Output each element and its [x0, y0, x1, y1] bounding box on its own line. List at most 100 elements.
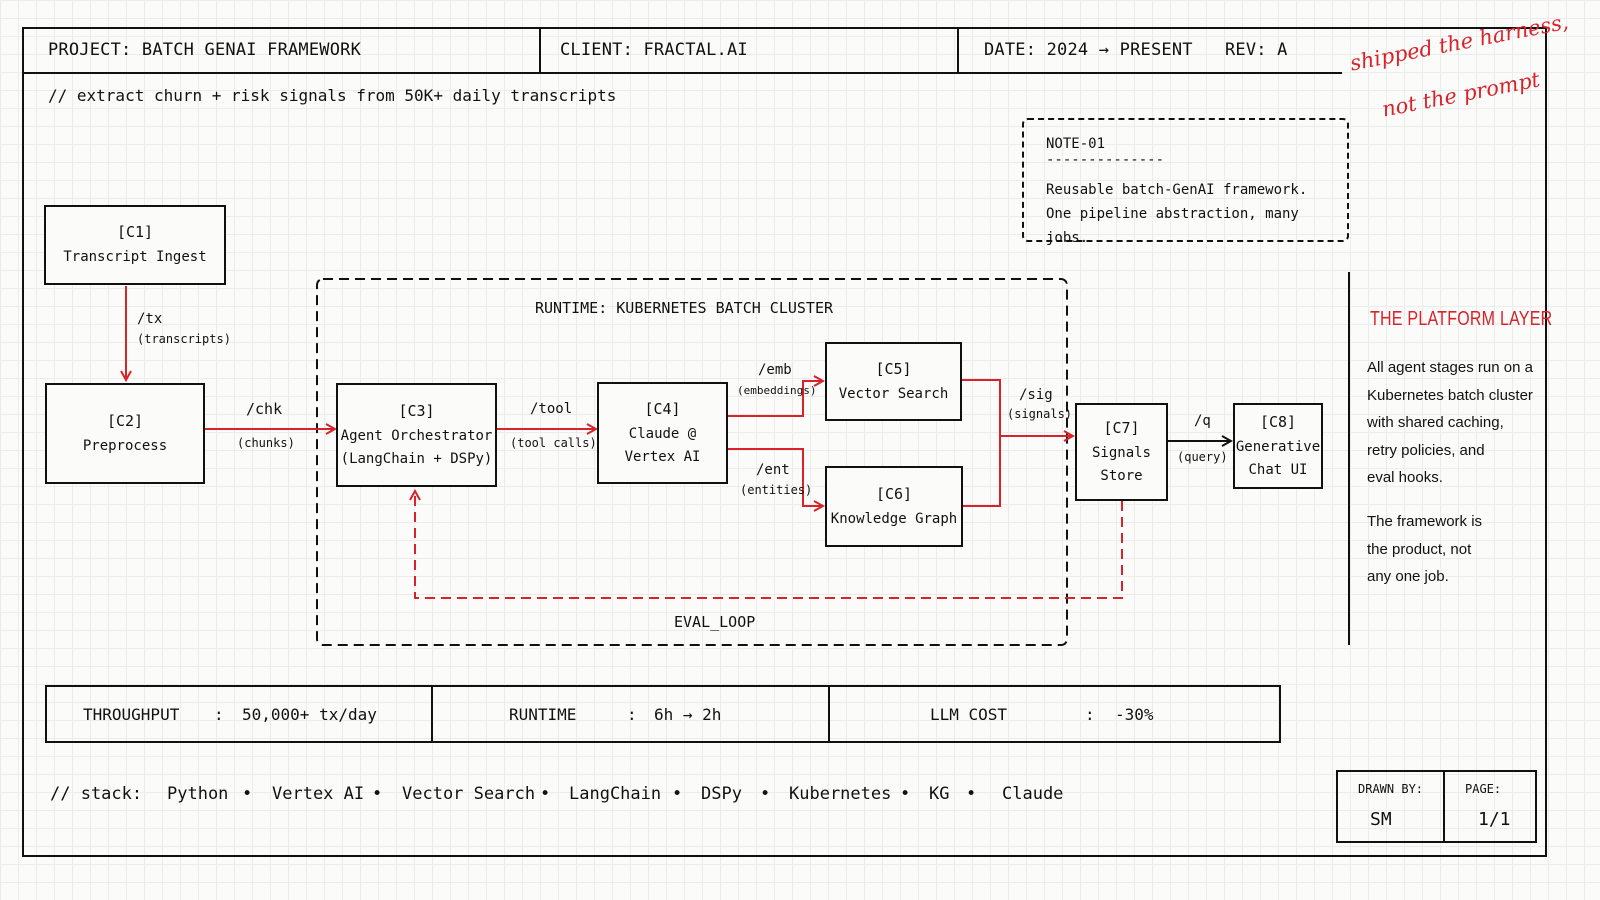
platform-text-line: The framework is	[1367, 513, 1483, 530]
stack-item: DSPy	[701, 784, 742, 804]
stack-bullet: •	[540, 784, 551, 804]
platform-text-line: with shared caching,	[1367, 414, 1504, 431]
edge-label-emb: /emb	[758, 362, 792, 378]
node-c1-transcript-ingest: [C1] Transcript Ingest	[44, 205, 226, 285]
metric-llm-cost-label: LLM COST	[930, 705, 1008, 724]
title-block: DRAWN BY: SM PAGE: 1/1	[1336, 770, 1537, 843]
node-id: [C4]	[644, 399, 681, 418]
node-label-line-2: (LangChain + DSPy)	[340, 450, 493, 467]
client-field: CLIENT: FRACTAL.AI	[560, 40, 748, 60]
edge-sig-upper	[962, 379, 1001, 507]
node-id: [C6]	[875, 484, 913, 503]
note-id: NOTE-01	[1046, 136, 1106, 152]
metric-throughput-value: 50,000+ tx/day	[242, 705, 377, 724]
edge-ent	[728, 448, 823, 506]
node-label-line-2: Vertex AI	[624, 448, 701, 465]
edge-label-tool: /tool	[530, 401, 573, 417]
edge-desc-q: (query)	[1177, 450, 1228, 464]
platform-paragraph-2: The framework is the product, not any on…	[1367, 508, 1482, 591]
edge-eval-loop	[415, 491, 1123, 599]
page-label: PAGE:	[1465, 782, 1502, 796]
metric-runtime-label: RUNTIME	[509, 705, 577, 724]
node-label-line-2: Chat UI	[1248, 461, 1308, 478]
eval-loop-label: EVAL_LOOP	[674, 613, 756, 631]
stack-bullet: •	[372, 784, 383, 804]
note-line-1: Reusable batch-GenAI framework.	[1046, 182, 1308, 198]
node-label-line-1: Agent Orchestrator	[340, 427, 493, 444]
metric-separator: :	[627, 705, 637, 724]
stack-prefix: // stack:	[50, 784, 143, 804]
edge-desc-tx: (transcripts)	[137, 332, 231, 346]
node-label-line-1: Signals	[1091, 444, 1151, 461]
platform-text-line: the product, not	[1367, 540, 1472, 558]
stack-item: Kubernetes	[789, 784, 892, 804]
node-c7-signals-store: [C7] Signals Store	[1075, 403, 1168, 501]
platform-text-line: any one job.	[1367, 568, 1449, 585]
edge-label-tx: /tx	[137, 311, 163, 327]
edge-label-chk: /chk	[246, 400, 283, 418]
platform-text-line: Kubernetes batch cluster	[1367, 386, 1533, 404]
metric-runtime-value: 6h → 2h	[654, 705, 722, 724]
edge-desc-chk: (chunks)	[237, 436, 295, 450]
node-c8-generative-chat-ui: [C8] Generative Chat UI	[1233, 403, 1323, 489]
node-id: [C8]	[1259, 412, 1297, 431]
drawn-by-label: DRAWN BY:	[1358, 782, 1424, 796]
stack-bullet: •	[900, 784, 911, 804]
node-id: [C3]	[398, 401, 435, 420]
node-c6-knowledge-graph: [C6] Knowledge Graph	[825, 466, 963, 547]
node-c2-preprocess: [C2] Preprocess	[45, 383, 205, 484]
runtime-cluster-label: RUNTIME: KUBERNETES BATCH CLUSTER	[535, 299, 834, 317]
platform-text-line: All agent stages run on a	[1367, 359, 1533, 376]
page-value: 1/1	[1478, 809, 1511, 830]
metric-separator: :	[1085, 705, 1095, 724]
subtitle-comment: // extract churn + risk signals from 50K…	[48, 86, 617, 105]
title-block-divider	[1443, 772, 1445, 841]
metrics-bar: THROUGHPUT : 50,000+ tx/day RUNTIME : 6h…	[45, 685, 1281, 743]
note-line-2: One pipeline abstraction, many jobs.	[1046, 206, 1299, 246]
node-label: Vector Search	[838, 385, 949, 402]
edge-label-q: /q	[1194, 413, 1211, 429]
node-id: [C1]	[116, 223, 154, 241]
stack-item: Vector Search	[402, 784, 536, 804]
node-label: Transcript Ingest	[63, 249, 207, 265]
node-c3-agent-orchestrator: [C3] Agent Orchestrator (LangChain + DSP…	[336, 383, 497, 487]
title-bar: PROJECT: BATCH GENAI FRAMEWORK CLIENT: F…	[22, 27, 1342, 74]
metric-llm-cost-value: -30%	[1115, 705, 1154, 724]
date-field: DATE: 2024 → PRESENT	[984, 40, 1193, 60]
edge-label-ent: /ent	[756, 462, 790, 478]
note-rule: --------------	[1046, 152, 1165, 168]
runtime-cluster-boundary	[316, 278, 1068, 646]
node-c5-vector-search: [C5] Vector Search	[825, 342, 962, 421]
platform-paragraph-1: All agent stages run on a Kubernetes bat…	[1367, 354, 1533, 492]
stack-item: KG	[929, 784, 950, 804]
stack-bullet: •	[672, 784, 683, 804]
node-id: [C2]	[106, 411, 144, 430]
metric-divider	[431, 687, 433, 741]
node-c4-claude-vertex: [C4] Claude @ Vertex AI	[597, 382, 728, 484]
edge-desc-ent: (entities)	[740, 483, 813, 497]
metric-separator: :	[214, 705, 224, 724]
title-divider	[957, 27, 959, 72]
node-id: [C7]	[1103, 418, 1140, 437]
node-label-line-2: Store	[1100, 467, 1143, 484]
platform-title: THE PLATFORM LAYER	[1370, 308, 1553, 330]
stack-item: LangChain	[569, 784, 662, 804]
stack-bullet: •	[760, 784, 771, 804]
edge-emb	[728, 381, 823, 417]
platform-text-line: retry policies, and	[1367, 441, 1485, 459]
metric-throughput-label: THROUGHPUT	[83, 705, 180, 724]
stack-bullet: •	[966, 784, 977, 804]
edge-desc-tool: (tool calls)	[510, 436, 597, 450]
stack-item: Python	[167, 784, 229, 804]
node-label: Knowledge Graph	[830, 510, 958, 527]
stack-item: Claude	[1002, 784, 1064, 804]
drawing-frame	[22, 27, 1547, 857]
node-label-line-1: Claude @	[628, 425, 697, 442]
drawn-by-value: SM	[1370, 809, 1392, 830]
project-field: PROJECT: BATCH GENAI FRAMEWORK	[48, 40, 362, 60]
node-label: Preprocess	[82, 437, 168, 454]
node-label-line-1: Generative	[1235, 438, 1321, 455]
stack-item: Vertex AI	[272, 784, 365, 804]
platform-text-line: eval hooks.	[1367, 469, 1443, 486]
